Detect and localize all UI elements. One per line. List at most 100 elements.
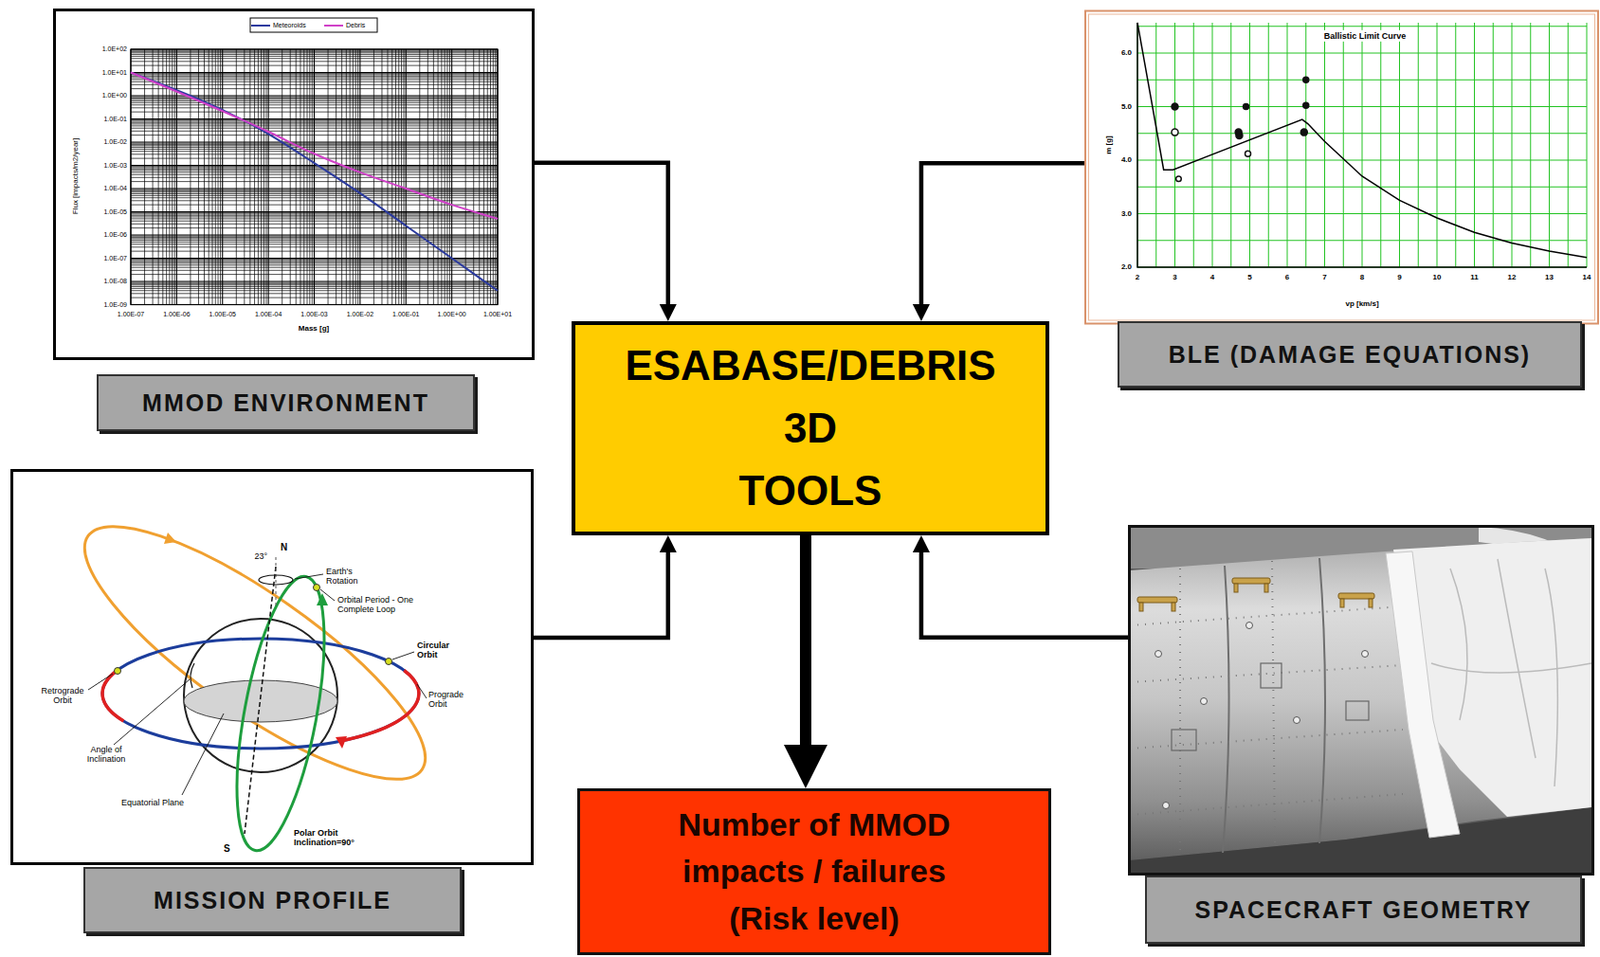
grid-line: [215, 49, 217, 306]
input-arrow: [533, 547, 669, 638]
tick-label: 1.00E-02: [346, 310, 374, 319]
legend-sample: [251, 24, 271, 27]
grid-line: [1548, 22, 1550, 268]
figure-label: Retrograde Orbit: [36, 686, 90, 707]
grid-line: [349, 49, 351, 306]
figure-label: Prograde Orbit: [428, 690, 474, 710]
grid-line: [257, 49, 259, 306]
spacecraft-photo: [1129, 527, 1594, 875]
test-point: [1300, 128, 1308, 136]
tick-label: 3: [1172, 272, 1177, 282]
orbit-dot: [114, 668, 122, 675]
grid-line: [1137, 22, 1587, 268]
tick-label: 5: [1247, 272, 1252, 282]
flux-curve: [130, 72, 498, 291]
grid-line: [1212, 22, 1214, 268]
grid-line: [1418, 22, 1419, 268]
tick-label: 1.00E-05: [209, 310, 237, 319]
angle-label: 23°: [254, 551, 268, 562]
test-point: [1236, 132, 1243, 140]
spacecraft-photo: [1139, 602, 1144, 612]
tick-label: 8: [1360, 272, 1364, 282]
leader-line: [417, 684, 427, 699]
test-point: [1243, 104, 1250, 110]
grid-line: [440, 49, 442, 306]
grid-line: [405, 49, 407, 306]
orbit-dot: [385, 658, 393, 666]
tick-label: 1.00E-01: [392, 310, 419, 319]
grid-line: [357, 49, 359, 306]
grid-line: [208, 49, 210, 306]
figure-label: Orbital Period - One Complete Loop: [337, 595, 442, 616]
flux-curve: [130, 72, 498, 219]
legend-text: Debris: [345, 21, 365, 29]
grid-line: [1305, 22, 1307, 268]
spacecraft-photo: [1155, 651, 1163, 658]
chart-title: Ballistic Limit Curve: [1321, 30, 1410, 42]
legend-sample: [324, 24, 344, 27]
spacecraft-photo: [1264, 583, 1269, 593]
legend-frame: [250, 18, 378, 33]
output-arrow: [800, 535, 812, 757]
grid-line: [1436, 22, 1438, 268]
spacecraft-photo: [1179, 568, 1182, 854]
spacecraft-photo: [1450, 568, 1468, 721]
tick-label: 1.0E+01: [102, 68, 128, 76]
grid-line: [403, 49, 405, 306]
panel-title: SPACECRAFT GEOMETRY: [1145, 875, 1582, 945]
grid-line: [1155, 22, 1157, 268]
grid-line: [433, 49, 435, 306]
figure-label: Earth's Rotation: [326, 566, 372, 587]
grid-line: [437, 49, 439, 306]
grid-line: [1362, 22, 1364, 268]
equatorial-plane: [183, 680, 338, 723]
earth-axis: [244, 566, 276, 835]
spacecraft-photo: [1129, 729, 1403, 749]
leader-line: [181, 713, 224, 796]
grid-line: [1249, 22, 1251, 268]
grid-line: [465, 49, 467, 306]
leader-line: [392, 652, 415, 660]
spacecraft-photo: [1137, 566, 1426, 612]
spacecraft-photo: [1234, 583, 1238, 593]
grid-line: [400, 49, 402, 306]
grid-line: [1399, 22, 1400, 268]
grid-line: [478, 49, 480, 306]
spacecraft-photo: [1545, 568, 1558, 787]
spacecraft-photo: [1260, 663, 1282, 689]
grid-line: [1586, 22, 1588, 268]
spacecraft-photo: [1129, 807, 1592, 874]
tick-label: 9: [1397, 272, 1401, 282]
tick-label: 1.00E-03: [300, 310, 328, 319]
spacecraft-photo: [1171, 663, 1369, 751]
tick-label: 12: [1508, 272, 1517, 282]
spacecraft-photo: [1362, 651, 1369, 658]
orbit-dot: [313, 584, 321, 592]
grid-line: [1492, 22, 1494, 268]
prograde-arc: [340, 671, 419, 743]
grid-line: [290, 49, 291, 306]
grid-line: [1343, 22, 1345, 268]
ballistic-limit-chart: [1085, 11, 1599, 325]
tick-label: 1.0E-06: [103, 231, 128, 239]
grid-line: [395, 49, 397, 306]
tool-box: ESABASE/DEBRIS 3D TOOLS: [571, 321, 1050, 536]
inclined-orbit: [54, 488, 455, 819]
tick-label: 11: [1470, 272, 1478, 282]
grid-line: [1511, 22, 1513, 268]
legend-sample: [324, 21, 344, 30]
grid-line: [265, 49, 267, 306]
grid-line: [221, 49, 223, 306]
spacecraft-photo: [1155, 622, 1369, 810]
grid-line: [174, 49, 176, 306]
grid-line: [130, 49, 498, 306]
tick-label: 1.0E-01: [103, 114, 128, 123]
legend-item: Debris: [324, 18, 365, 32]
grid-line: [352, 49, 354, 306]
orbit-arrow: [335, 736, 347, 749]
grid-line: [359, 49, 361, 306]
flux-chart: [54, 10, 534, 360]
flux-chart: [130, 49, 498, 306]
grid-line: [1454, 22, 1456, 268]
